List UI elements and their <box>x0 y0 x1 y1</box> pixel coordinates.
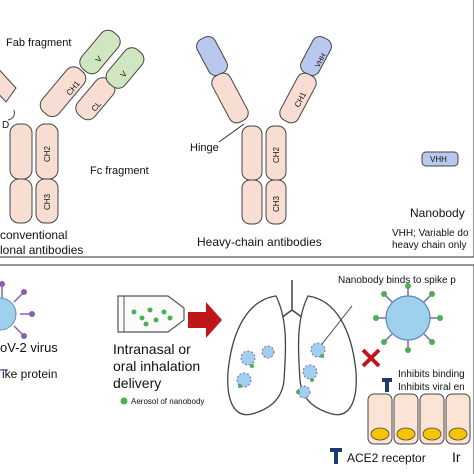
heavy-chain-title: Heavy-chain antibodies <box>197 235 322 249</box>
right-vhh-domain <box>300 35 332 77</box>
nanobody-desc-2: heavy chain only <box>392 240 467 251</box>
ch2-label: CH2 <box>43 145 52 162</box>
aerosol-legend-label: Aerosol of nanobody <box>131 397 204 406</box>
hc-left-ch2 <box>241 125 263 181</box>
hc-ch3-label: CH3 <box>272 195 281 212</box>
epithelial-cells <box>367 393 471 445</box>
hc-ch3-domain <box>265 179 287 225</box>
vl-domain <box>105 47 145 89</box>
top-panel-border <box>0 0 474 258</box>
vh-domain <box>79 29 121 75</box>
nanobody-title: Nanobody <box>410 206 465 220</box>
ch1-domain <box>39 66 87 118</box>
hinge-label: Hinge <box>190 142 219 154</box>
ace2-receptor-label: ACE2 receptor <box>347 451 426 465</box>
ch3-label: CH3 <box>43 193 52 210</box>
red-arrow-icon <box>188 302 222 338</box>
ace2-receptor-on-cell <box>382 378 392 392</box>
hc-left-ch3 <box>241 179 263 225</box>
left-ch1-domain <box>211 72 249 124</box>
ace2-legend-icon <box>330 448 342 464</box>
inhibit-entry-label: Inhibits viral en <box>398 382 465 393</box>
block-x-icon <box>361 348 381 368</box>
nanobody-desc-1: VHH; Variable do <box>392 228 469 239</box>
cut-right-label: Ir <box>452 449 461 465</box>
inhaler-icon <box>117 295 185 333</box>
conventional-title-1: conventional <box>0 228 67 242</box>
delivery-label-2: oral inhalation <box>113 358 200 374</box>
nanobody-chip-label: VHH <box>430 155 447 164</box>
virus-nanobody-complex <box>373 283 443 353</box>
binds-spike-label: Nanobody binds to spike p <box>338 275 456 286</box>
conventional-title-2: clonal antibodies <box>0 243 83 257</box>
delivery-label-3: delivery <box>113 375 161 391</box>
aerosol-legend-dot <box>120 397 128 405</box>
hc-ch2-label: CH2 <box>272 146 281 163</box>
heavy-chain-antibody: VHH CH1 CH2 CH3 Hinge Heavy-chain antibo… <box>190 35 332 249</box>
right-ch1-domain <box>279 72 317 124</box>
nanobody-chip <box>421 151 459 167</box>
fab-fragment-label: Fab fragment <box>6 37 71 49</box>
left-trunk-lower <box>9 178 33 224</box>
virus-label: oV-2 virus <box>0 340 58 355</box>
fc-fragment-label: Fc fragment <box>90 165 149 177</box>
bottom-panel-border <box>0 264 474 474</box>
lungs-illustration <box>227 280 357 416</box>
left-vhh-domain <box>196 35 228 77</box>
vl-label: V <box>119 69 130 79</box>
left-trunk-upper <box>9 123 33 180</box>
conventional-antibody: D CH2 CH3 CH1 V CL V Fab fragment Fc fra… <box>0 29 149 257</box>
ch3-domain <box>35 178 59 224</box>
delivery-label-1: Intranasal or <box>113 341 191 357</box>
hinge-pointer <box>218 123 245 143</box>
vh-label: V <box>94 54 105 64</box>
cut-domain-label: D <box>2 120 9 131</box>
nanobody-panel: VHH Nanobody VHH; Variable do heavy chai… <box>392 151 469 251</box>
left-arm-vh <box>0 69 17 103</box>
spike-protein-label: ike protein <box>2 367 57 381</box>
sars-cov-2-virus <box>0 281 35 339</box>
inhibit-binding-label: Inhibits binding <box>398 369 465 380</box>
